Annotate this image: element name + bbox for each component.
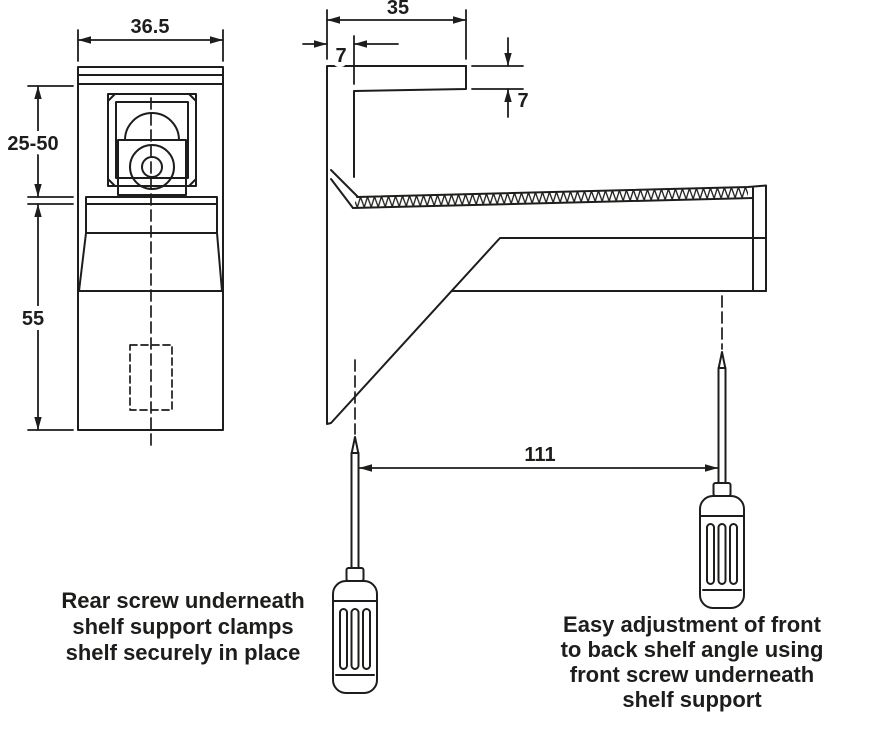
serration-ramp: [330, 169, 359, 209]
clamp-outline: [107, 93, 197, 196]
caption-rear-screw: Rear screw underneath shelf support clam…: [61, 588, 304, 665]
dim-plate-thickness: 7: [302, 35, 399, 85]
caption-front-line-1: Easy adjustment of front: [563, 612, 822, 637]
screw-head-circle: [129, 144, 175, 190]
dim-top-depth-label: 35: [387, 0, 409, 19]
serrated-surface: [353, 187, 748, 208]
dim-screw-distance-label: 111: [524, 444, 555, 466]
dim-body-height-label: 55: [22, 308, 44, 330]
extension-lines: [471, 65, 524, 90]
dim-top-depth: 35: [326, 0, 467, 60]
dim-lip-height: 7: [471, 37, 529, 118]
caption-front-line-4: shelf support: [622, 687, 762, 712]
dim-clamp-range-label: 25-50: [7, 133, 58, 155]
front-view: [77, 66, 224, 449]
dim-clamp-range: 25-50: [2, 85, 74, 198]
side-outline: [326, 65, 767, 425]
front-body-outline: [77, 66, 224, 431]
caption-rear-line-1: Rear screw underneath: [61, 588, 304, 613]
extension-lines: [77, 29, 224, 62]
dim-plate-thickness-label: 7: [335, 45, 346, 67]
dim-front-width-label: 36.5: [131, 16, 170, 38]
hidden-screw-outline: [129, 344, 173, 411]
arm-front-face: [451, 187, 767, 292]
serration-bottom-edge: [352, 197, 754, 209]
caption-front-line-3: front screw underneath: [570, 662, 814, 687]
rear-screwdriver: [332, 436, 378, 694]
hook-outline: [353, 65, 467, 178]
side-view: [326, 65, 767, 435]
dim-screw-distance: 111: [358, 444, 719, 472]
dim-front-width: 36.5: [77, 16, 224, 62]
front-screwdriver: [699, 351, 745, 609]
caption-rear-line-2: shelf support clamps: [72, 614, 293, 639]
screw-hole-circle: [141, 156, 163, 178]
caption-front-line-2: to back shelf angle using: [561, 637, 824, 662]
dim-lip-height-label: 7: [517, 90, 528, 112]
caption-rear-line-3: shelf securely in place: [66, 640, 301, 665]
caption-front-screw: Easy adjustment of front to back shelf a…: [561, 612, 824, 712]
serration-top-edge: [356, 184, 767, 292]
dim-body-height: 55: [17, 203, 74, 431]
